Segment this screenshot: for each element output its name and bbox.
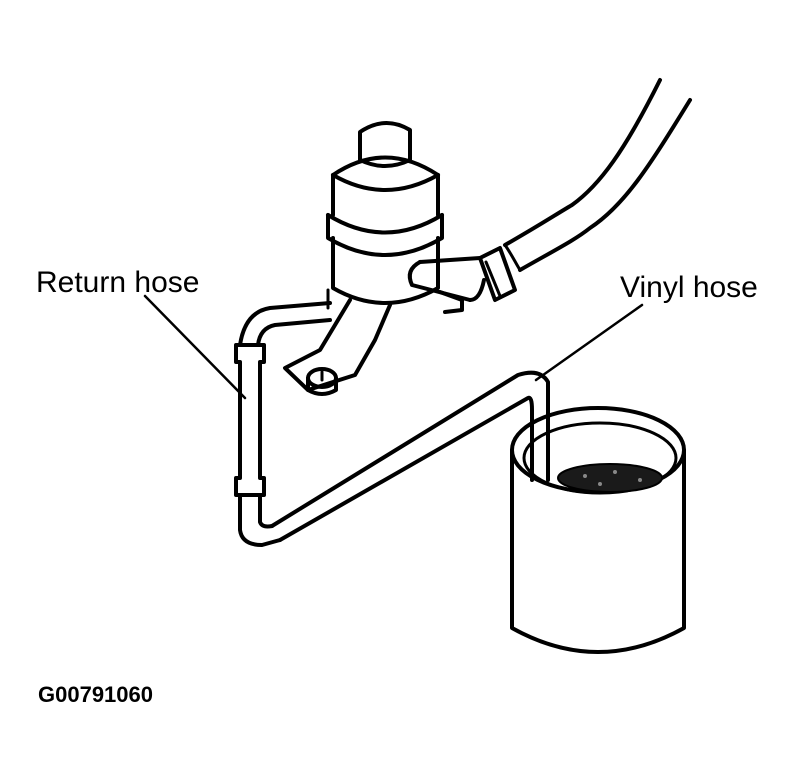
return-hose-label: Return hose: [36, 266, 199, 299]
drain-container: [510, 406, 686, 654]
figure-code: G00791060: [38, 682, 153, 707]
return-hose-leader: [143, 294, 247, 400]
fluid-surface: [558, 464, 662, 492]
vinyl-hose-label: Vinyl hose: [620, 271, 758, 304]
vinyl-hose: [270, 370, 550, 542]
supply-line: [478, 78, 692, 302]
reservoir: [326, 121, 486, 314]
return-hose: [234, 301, 332, 547]
vinyl-hose-leader: [534, 303, 644, 382]
